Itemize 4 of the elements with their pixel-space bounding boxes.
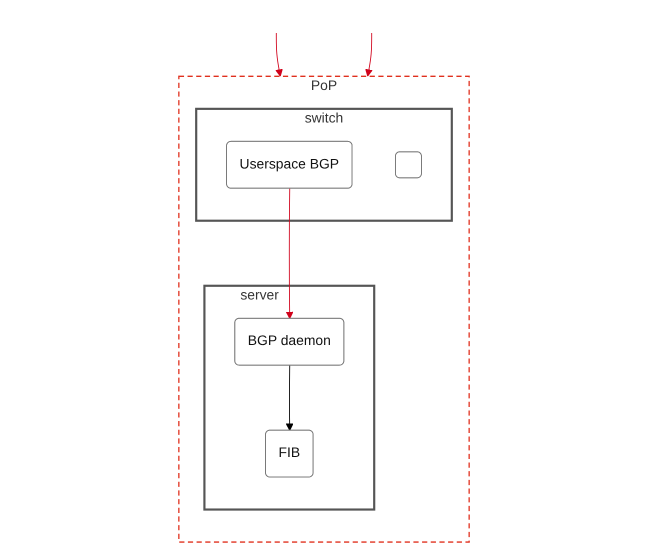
arrow (365, 32, 373, 77)
arrow (275, 32, 283, 77)
arrow (286, 188, 294, 320)
arrow (286, 365, 294, 431)
